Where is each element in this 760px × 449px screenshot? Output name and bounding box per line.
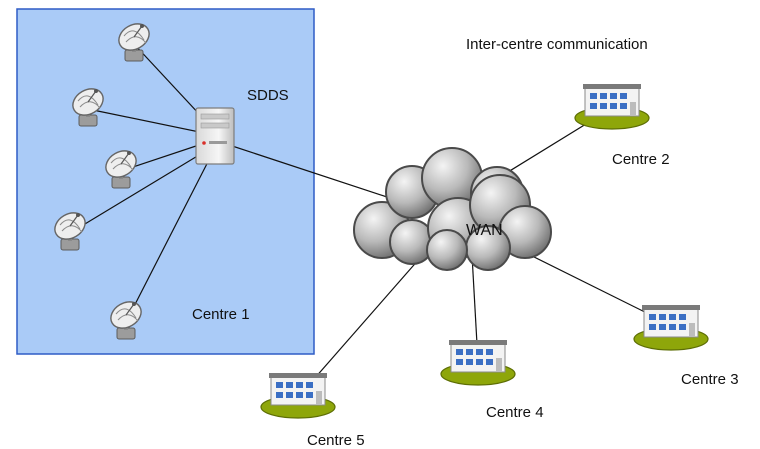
link-antenna-2: [87, 108, 215, 136]
diagram-title: Inter-centre communication: [466, 36, 648, 53]
link-antenna-4: [69, 145, 215, 234]
link-server-wan: [213, 139, 391, 199]
building-icon: [574, 83, 650, 130]
links: [69, 43, 672, 396]
centre3-label: Centre 3: [681, 371, 739, 388]
server-label: SDDS: [247, 87, 289, 104]
wan-label: WAN: [466, 222, 503, 239]
building-icon: [440, 339, 516, 386]
cloud-icon: [353, 147, 552, 271]
link-antenna-5: [125, 149, 215, 323]
building-icon: [633, 304, 709, 351]
link-wan-centre5: [299, 257, 421, 396]
centre1-label: Centre 1: [192, 306, 250, 323]
centre2-label: Centre 2: [612, 151, 670, 168]
server-icon: [195, 107, 235, 165]
centre1-zone: [16, 8, 315, 355]
building-icon: [260, 372, 336, 419]
centre5-label: Centre 5: [307, 432, 365, 449]
centre4-label: Centre 4: [486, 404, 544, 421]
